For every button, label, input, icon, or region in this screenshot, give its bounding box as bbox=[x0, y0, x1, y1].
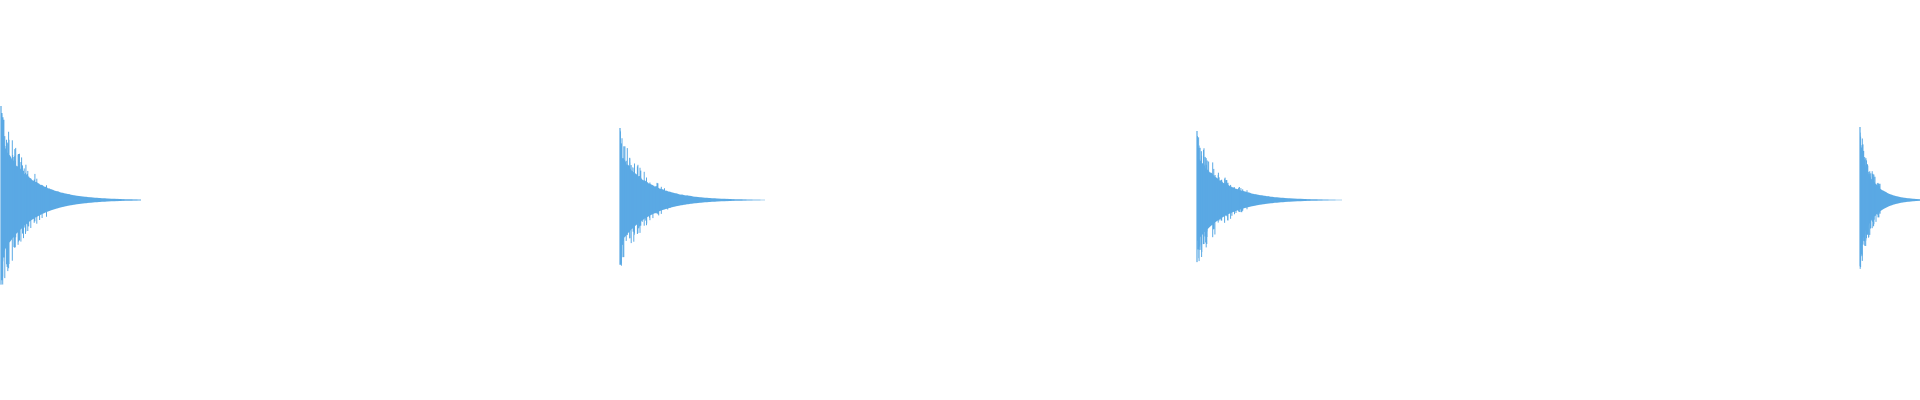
waveform-transient-2 bbox=[619, 128, 765, 266]
waveform-envelope bbox=[1197, 160, 1342, 238]
waveform-transient-3 bbox=[1196, 131, 1342, 263]
waveform-transient-4 bbox=[1859, 127, 1920, 269]
waveform-envelope bbox=[1, 144, 141, 252]
waveform-transient-1 bbox=[0, 106, 141, 285]
waveform-envelope bbox=[1860, 157, 1920, 241]
waveform-envelope bbox=[620, 157, 765, 240]
